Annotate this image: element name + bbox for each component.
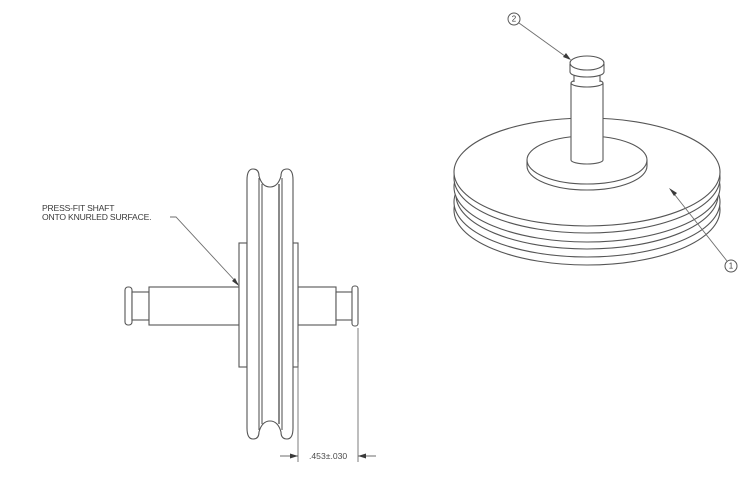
- note-line-2: ONTO KNURLED SURFACE.: [42, 212, 151, 222]
- pulley-disc-iso: [453, 117, 721, 266]
- pulley-wheel-side: [246, 168, 294, 440]
- shaft-iso: [569, 55, 605, 165]
- balloon-1-label: 1: [729, 262, 734, 271]
- left-shaft: [124, 286, 240, 326]
- balloon-1: 1: [669, 188, 738, 273]
- right-shaft: [297, 285, 359, 327]
- balloon-2: 2: [507, 12, 571, 60]
- dimension-value: .453±.030: [309, 451, 347, 461]
- note-line-1: PRESS-FIT SHAFT: [42, 203, 115, 213]
- balloon-2-label: 2: [512, 15, 517, 24]
- side-view: PRESS-FIT SHAFT ONTO KNURLED SURFACE. .4…: [42, 168, 376, 462]
- dimension-453: .453±.030: [280, 328, 376, 462]
- press-fit-note: PRESS-FIT SHAFT ONTO KNURLED SURFACE.: [42, 203, 239, 286]
- isometric-view: 2 1: [453, 12, 738, 273]
- left-hub: [238, 242, 248, 368]
